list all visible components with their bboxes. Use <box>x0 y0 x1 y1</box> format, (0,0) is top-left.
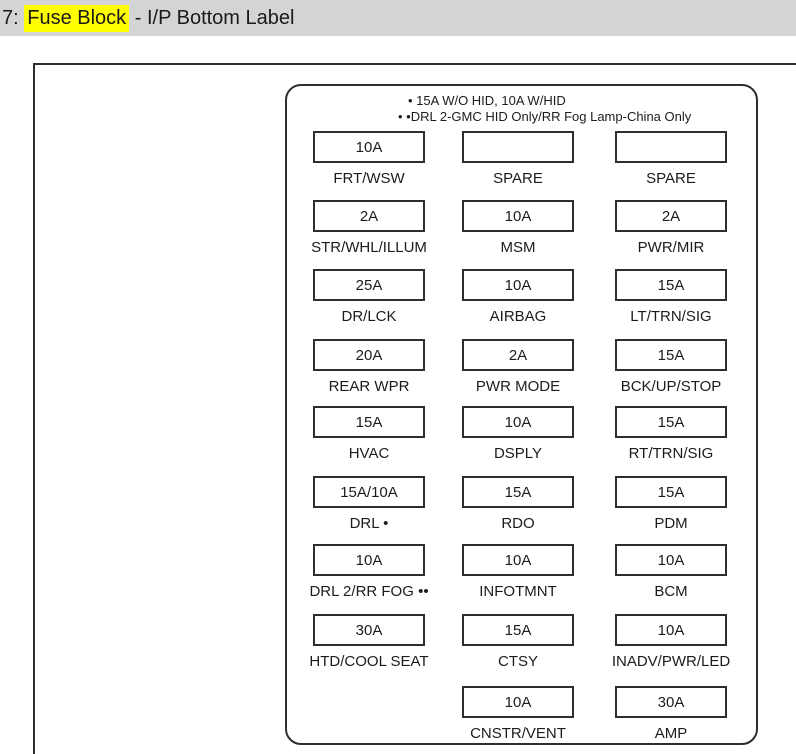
fuse-label: REAR WPR <box>328 378 410 395</box>
fuse-cell: 2A PWR/MIR <box>615 200 727 256</box>
fuse-amp-box <box>462 131 574 163</box>
fuse-cell: 15A CTSY <box>462 614 574 670</box>
fuse-label: BCK/UP/STOP <box>620 378 722 395</box>
fuse-label: SPARE <box>493 170 543 187</box>
fuse-amp-box: 10A <box>313 131 425 163</box>
fuse-label: AIRBAG <box>489 308 547 325</box>
fuse-label: DRL 2/RR FOG •• <box>309 583 429 600</box>
fuse-label: SPARE <box>646 170 696 187</box>
fuse-label: CTSY <box>497 653 538 670</box>
fuse-cell: 10A FRT/WSW <box>313 131 425 187</box>
fuse-label: AMP <box>654 725 688 742</box>
fuse-cell: 30A AMP <box>615 686 727 742</box>
fuse-amp-box: 15A <box>313 406 425 438</box>
fuse-amp-box: 10A <box>462 269 574 301</box>
fuse-amp-box: 30A <box>313 614 425 646</box>
fuse-amp-box <box>615 131 727 163</box>
fuse-cell: 10A INFOTMNT <box>462 544 574 600</box>
fuse-amp-box: 2A <box>615 200 727 232</box>
fuse-label: FRT/WSW <box>333 170 405 187</box>
fuse-label: BCM <box>654 583 688 600</box>
fuse-amp-box: 10A <box>462 200 574 232</box>
fuse-cell: 15A HVAC <box>313 406 425 462</box>
fuse-cell: SPARE <box>462 131 574 187</box>
fuse-label: MSM <box>500 239 536 256</box>
fuse-label: RT/TRN/SIG <box>628 445 714 462</box>
fuse-amp-box: 15A <box>462 476 574 508</box>
fuse-label: PWR/MIR <box>637 239 705 256</box>
fuse-amp-box: 25A <box>313 269 425 301</box>
title-bar: 7: Fuse Block - I/P Bottom Label <box>0 0 796 36</box>
fuse-cell: 2A PWR MODE <box>462 339 574 395</box>
fuse-cell: 15A RT/TRN/SIG <box>615 406 727 462</box>
fuse-cell: 10A AIRBAG <box>462 269 574 325</box>
fuse-grid: 10A FRT/WSW SPARE SPARE 2A STR/WHL/ILLUM 10A MS… <box>287 86 756 743</box>
fuse-cell: 10A DSPLY <box>462 406 574 462</box>
title-highlighted-term: Fuse Block <box>24 4 130 32</box>
fuse-amp-box: 10A <box>615 614 727 646</box>
footnote-hid: • 15A W/O HID, 10A W/HID <box>408 93 566 108</box>
fuse-cell: 10A BCM <box>615 544 727 600</box>
fuse-cell: 15A PDM <box>615 476 727 532</box>
fuse-label: HVAC <box>348 445 390 462</box>
fuse-label: DSPLY <box>493 445 543 462</box>
fuse-cell: 20A REAR WPR <box>313 339 425 395</box>
fuse-label: DRL • <box>349 515 389 532</box>
fuse-label: HTD/COOL SEAT <box>309 653 429 670</box>
fuse-cell: 2A STR/WHL/ILLUM <box>311 200 427 256</box>
title-prefix: 7: <box>2 6 25 29</box>
fuse-amp-box: 10A <box>462 544 574 576</box>
fuse-amp-box: 30A <box>615 686 727 718</box>
fuse-amp-box: 15A <box>615 339 727 371</box>
fuse-label: RDO <box>501 515 535 532</box>
fuse-amp-box: 20A <box>313 339 425 371</box>
fuse-label: PDM <box>654 515 688 532</box>
fuse-label: INADV/PWR/LED <box>611 653 731 670</box>
fuse-label: STR/WHL/ILLUM <box>311 239 427 256</box>
fuse-label: INFOTMNT <box>479 583 557 600</box>
fuse-amp-box: 15A <box>615 406 727 438</box>
fuse-cell: 15A RDO <box>462 476 574 532</box>
fuse-amp-box: 2A <box>462 339 574 371</box>
fuse-cell: 10A MSM <box>462 200 574 256</box>
fuse-cell: 10A INADV/PWR/LED <box>611 614 731 670</box>
fuse-label: LT/TRN/SIG <box>630 308 712 325</box>
fuse-amp-box: 10A <box>462 686 574 718</box>
fuse-cell: 10A DRL 2/RR FOG •• <box>309 544 429 600</box>
fuse-cell: 15A BCK/UP/STOP <box>615 339 727 395</box>
fuse-amp-box: 10A <box>615 544 727 576</box>
fuse-label: PWR MODE <box>475 378 561 395</box>
fuse-cell: 10A CNSTR/VENT <box>462 686 574 742</box>
fuse-cell: 30A HTD/COOL SEAT <box>309 614 429 670</box>
fuse-amp-box: 15A <box>615 269 727 301</box>
fuse-amp-box: 15A/10A <box>313 476 425 508</box>
fuse-label: CNSTR/VENT <box>470 725 566 742</box>
fuse-block-panel: • 15A W/O HID, 10A W/HID • •DRL 2-GMC HI… <box>285 84 758 745</box>
fuse-cell: 15A LT/TRN/SIG <box>615 269 727 325</box>
fuse-cell: 15A/10A DRL • <box>313 476 425 532</box>
title-suffix: - I/P Bottom Label <box>129 6 295 29</box>
footnotes: • 15A W/O HID, 10A W/HID • •DRL 2-GMC HI… <box>398 93 691 125</box>
fuse-amp-box: 10A <box>313 544 425 576</box>
fuse-cell: 25A DR/LCK <box>313 269 425 325</box>
footnote-drl2: • •DRL 2-GMC HID Only/RR Fog Lamp-China … <box>398 109 692 124</box>
fuse-cell: SPARE <box>615 131 727 187</box>
fuse-amp-box: 2A <box>313 200 425 232</box>
fuse-amp-box: 15A <box>462 614 574 646</box>
fuse-amp-box: 10A <box>462 406 574 438</box>
fuse-amp-box: 15A <box>615 476 727 508</box>
fuse-label: DR/LCK <box>341 308 397 325</box>
